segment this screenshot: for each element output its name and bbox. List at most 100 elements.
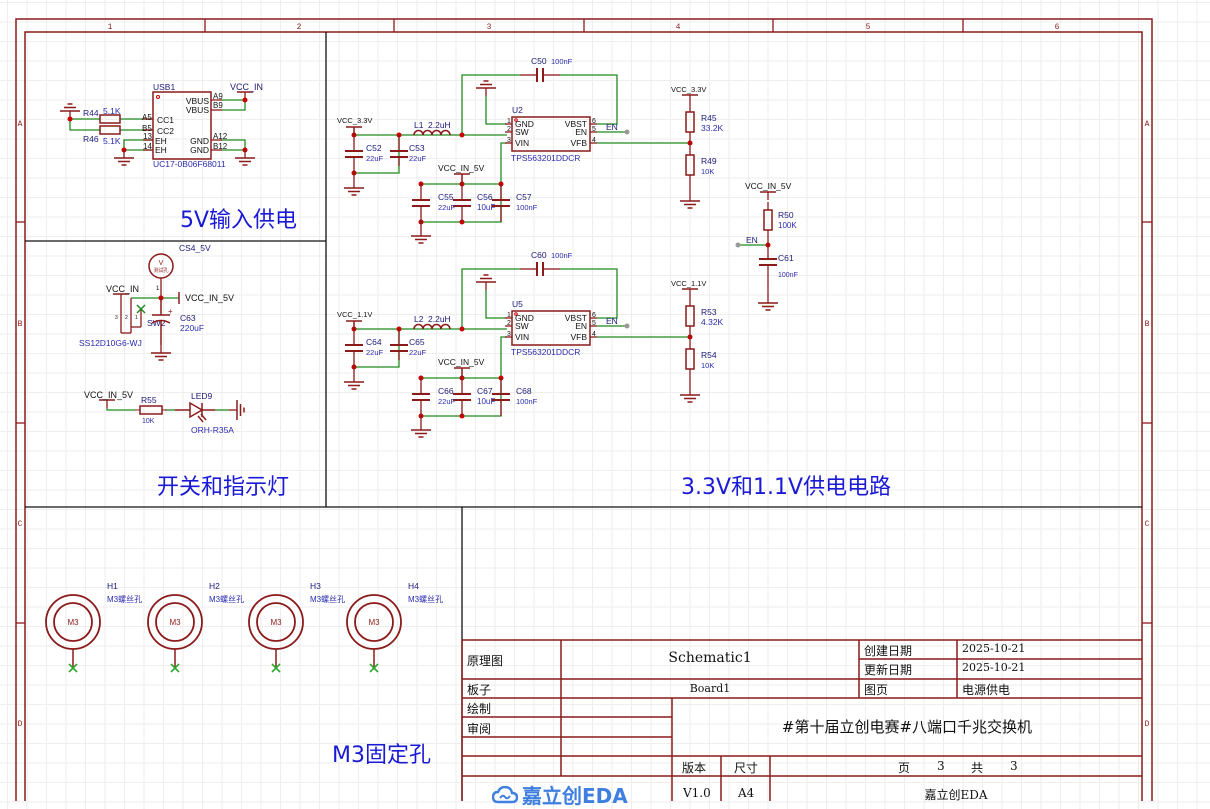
resistor-r49[interactable] [685,146,695,184]
section-title-power-circuit: 3.3V和1.1V供电电路 [681,475,892,500]
resistor-r53[interactable] [685,297,695,335]
ic-u5[interactable] [511,310,591,346]
l2-value: 2.2uH [428,314,451,324]
l1-value: 2.2uH [428,120,451,130]
pin-number: B9 [213,101,223,110]
frame-row-label: D [18,720,23,729]
capacitor-c67[interactable] [452,384,472,410]
frame-row-label: C [1145,520,1150,529]
mounting-hole-h2[interactable]: M3 [147,594,203,673]
led9-part: ORH-R35A [191,425,234,435]
r54-ref: R54 [701,350,717,360]
c68-value: 100nF [516,397,538,406]
hole-part: M3螺丝孔 [408,594,443,604]
ground-icon [475,80,497,97]
tb-review-label: 审阅 [467,722,492,736]
capacitor-c61[interactable] [758,249,778,275]
resistor-r50[interactable] [763,201,773,239]
en-net-label: EN [746,235,758,245]
ground-icon [150,344,172,361]
frame-row-label: B [1145,320,1150,329]
switch-sw2[interactable] [120,298,142,334]
pin-name: GND [515,119,534,129]
frame-row-label: B [18,320,23,329]
net-label-input: VCC_IN_5V [438,357,485,367]
l1-ref: L1 [414,120,424,130]
pin-number: 14 [143,142,152,151]
hole-ref: H3 [310,581,321,591]
ground-icon [343,179,365,196]
c65-ref: C65 [409,337,425,347]
pin-name: VBST [565,119,587,129]
r46-ref: R46 [83,134,99,144]
hole-part: M3螺丝孔 [310,594,345,604]
resistor-r54[interactable] [685,340,695,378]
ground-icon [228,399,245,421]
c64-ref: C64 [366,337,382,347]
pin-number: 1 [507,118,511,125]
power-port-icon [681,288,699,298]
resistor-r44[interactable] [99,114,121,124]
section-title-switch-led: 开关和指示灯 [157,475,290,500]
pin-number: 3 [507,137,511,144]
hole-ref: H4 [408,581,419,591]
tb-board-label: 板子 [467,683,492,697]
capacitor-c52[interactable] [344,141,364,167]
power-port-icon [681,94,699,104]
usb-input-section: R44 5.1K R46 5.1K USB1 UC17-0B06F68011 C… [59,82,263,169]
c67-ref: C67 [477,386,493,396]
testpoint-glyph: V [159,260,164,267]
tb-page-word: 页 [898,761,911,775]
inductor-l1[interactable] [413,129,451,136]
sw2-ref: SW2 [147,318,166,328]
hole-part: M3螺丝孔 [209,594,244,604]
capacitor-c56[interactable] [452,190,472,216]
pin-name: VFB [570,138,587,148]
net-label-feedback: VCC_1.1V [671,279,706,288]
usb-connector-usb1[interactable] [152,91,212,160]
capacitor-c66[interactable] [411,384,431,410]
c50-value: 100nF [551,57,573,66]
power-port-icon [98,399,116,409]
c66-ref: C66 [438,386,454,396]
u2-part: TPS563201DDCR [511,153,580,163]
resistor-r46[interactable] [99,125,121,135]
power-port-icon [112,293,130,303]
pin-number: 5 [592,320,596,327]
c56-value: 10uF [477,203,495,212]
mounting-hole-h4[interactable]: M3 [346,594,402,673]
mounting-hole-h1[interactable]: M3 [45,594,101,673]
c61-ref: C61 [778,253,794,263]
capacitor-c64[interactable] [344,335,364,361]
hole-part: M3螺丝孔 [107,594,142,604]
en-net-label: EN [606,316,618,326]
jlc-eda-logo: 嘉立创EDA [492,780,628,809]
pin-number: 4 [592,331,596,338]
capacitor-c63[interactable] [151,298,171,345]
frame-column-label: 2 [297,23,302,32]
capacitor-c55[interactable] [411,190,431,216]
frame-column-label: 3 [487,23,492,32]
ground-icon [113,149,135,166]
resistor-r55[interactable] [139,405,163,415]
logo-text: 嘉立创EDA [522,784,628,808]
r46-value: 5.1K [103,136,121,146]
led-led9[interactable] [175,401,215,423]
en-net-label: EN [606,122,618,132]
r45-ref: R45 [701,113,717,123]
mounting-hole-h3[interactable]: M3 [248,594,304,673]
frame-row-label: A [18,120,23,129]
tb-total-number: 3 [1010,759,1018,773]
ic-u2[interactable] [511,116,591,152]
resistor-r45[interactable] [685,103,695,141]
net-label-output: VCC_1.1V [337,310,372,319]
c52-ref: C52 [366,143,382,153]
usb1-ref: USB1 [153,82,175,92]
r50-ref: R50 [778,210,794,220]
r55-ref: R55 [141,395,157,405]
net-label-feedback: VCC_3.3V [671,85,706,94]
c50-ref: C50 [531,56,547,66]
frame-column-label: 4 [676,23,681,32]
inductor-l2[interactable] [413,323,451,330]
